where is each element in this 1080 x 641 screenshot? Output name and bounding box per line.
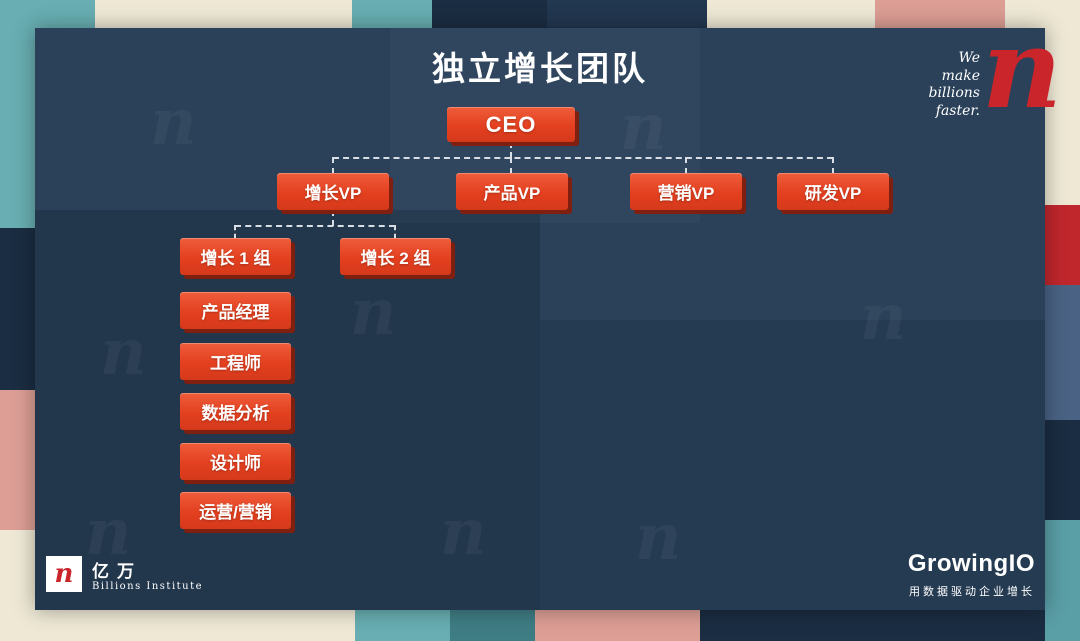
- node-vp-rnd: 研发VP: [777, 173, 889, 210]
- bg-tile: [35, 605, 355, 641]
- node-role-data-analyst: 数据分析: [180, 393, 291, 430]
- connector-line: [394, 225, 396, 239]
- bg-tile: [0, 228, 35, 390]
- header-tagline: We make billions faster.: [870, 50, 980, 120]
- billions-n-icon: n: [54, 559, 74, 589]
- connector-line: [234, 225, 236, 239]
- node-role-engineer: 工程师: [180, 343, 291, 380]
- bg-tile: [0, 390, 35, 530]
- billions-n-logo-icon: n: [982, 4, 1062, 133]
- tagline-line: make: [941, 67, 980, 84]
- node-role-designer: 设计师: [180, 443, 291, 480]
- growingio-tagline: 用数据驱动企业增长: [909, 586, 1035, 598]
- connector-line: [510, 142, 512, 158]
- bg-tile: [1042, 520, 1080, 641]
- node-role-ops-marketing: 运营/营销: [180, 492, 291, 529]
- bg-tile: [450, 605, 535, 641]
- connector-line: [832, 157, 834, 174]
- tagline-line: faster.: [935, 102, 980, 119]
- node-vp-growth: 增长VP: [277, 173, 389, 210]
- bg-tile: [1042, 205, 1080, 285]
- node-growth-group-2: 增长 2 组: [340, 238, 451, 275]
- bg-tile: [700, 605, 1045, 641]
- tagline-line: billions: [928, 85, 980, 101]
- tagline-line: We: [958, 50, 980, 66]
- node-ceo: CEO: [447, 107, 575, 142]
- node-growth-group-1: 增长 1 组: [180, 238, 291, 275]
- connector-line: [332, 210, 334, 226]
- bg-tile: [1042, 285, 1080, 420]
- node-vp-product: 产品VP: [456, 173, 568, 210]
- billions-name-cn: 亿万: [92, 562, 142, 581]
- growingio-brand: GrowingIO: [907, 550, 1035, 577]
- node-vp-marketing: 营销VP: [630, 173, 742, 210]
- bg-tile: [355, 605, 450, 641]
- page-title: 独立增长团队: [432, 50, 648, 87]
- connector-line: [685, 157, 687, 174]
- connector-line: [333, 157, 833, 159]
- bg-tile: [1042, 420, 1080, 520]
- bg-tile: [0, 530, 35, 641]
- billions-name-en: Billions Institute: [92, 581, 204, 592]
- node-role-product-manager: 产品经理: [180, 292, 291, 329]
- connector-line: [510, 157, 512, 174]
- connector-line: [332, 157, 334, 174]
- billions-institute-logo: n: [46, 556, 82, 592]
- bg-tile: [535, 605, 700, 641]
- connector-line: [235, 225, 395, 227]
